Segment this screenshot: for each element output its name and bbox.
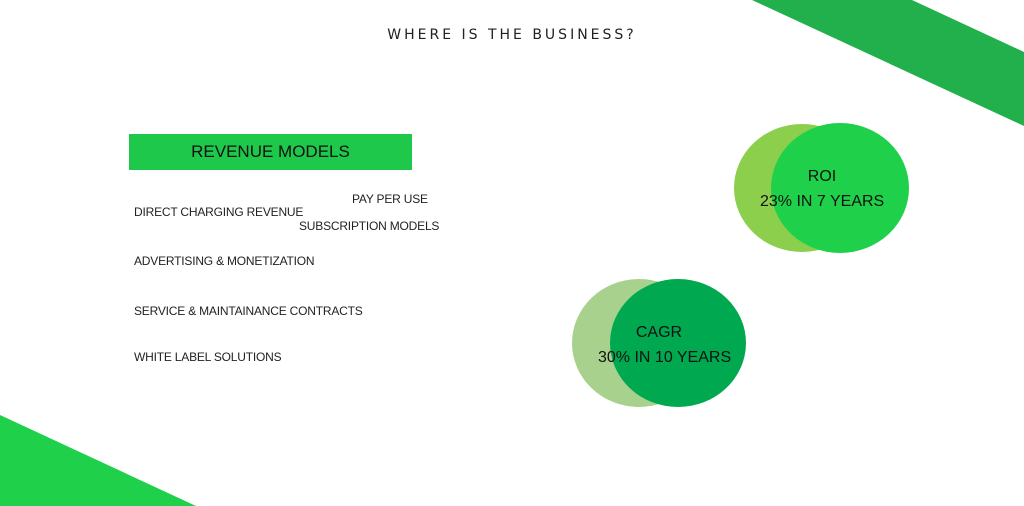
roi-label: ROI: [807, 168, 837, 185]
cagr-front-circle: [610, 279, 746, 407]
revenue-models-header: REVENUE MODELS: [129, 134, 412, 170]
revenue-item-service-contracts: SERVICE & MAINTAINANCE CONTRACTS: [134, 304, 363, 318]
cagr-value: 30% IN 10 YEARS: [598, 349, 732, 366]
roi-front-circle: [771, 123, 909, 253]
page-title: WHERE IS THE BUSINESS?: [387, 27, 637, 43]
revenue-item-direct-charging: DIRECT CHARGING REVENUE: [134, 205, 304, 219]
bottom-left-green-band: [0, 415, 196, 506]
roi-metric: ROI 23% IN 7 YEARS: [760, 164, 884, 214]
top-right-green-band: [752, 0, 1024, 126]
cagr-label: CAGR: [635, 324, 683, 341]
revenue-item-advertising: ADVERTISING & MONETIZATION: [134, 254, 315, 268]
revenue-item-white-label: WHITE LABEL SOLUTIONS: [134, 350, 282, 364]
revenue-item-pay-per-use: PAY PER USE: [352, 192, 428, 206]
revenue-item-subscription: SUBSCRIPTION MODELS: [299, 219, 440, 233]
cagr-metric: CAGR 30% IN 10 YEARS: [598, 320, 732, 370]
roi-value: 23% IN 7 YEARS: [760, 193, 885, 210]
